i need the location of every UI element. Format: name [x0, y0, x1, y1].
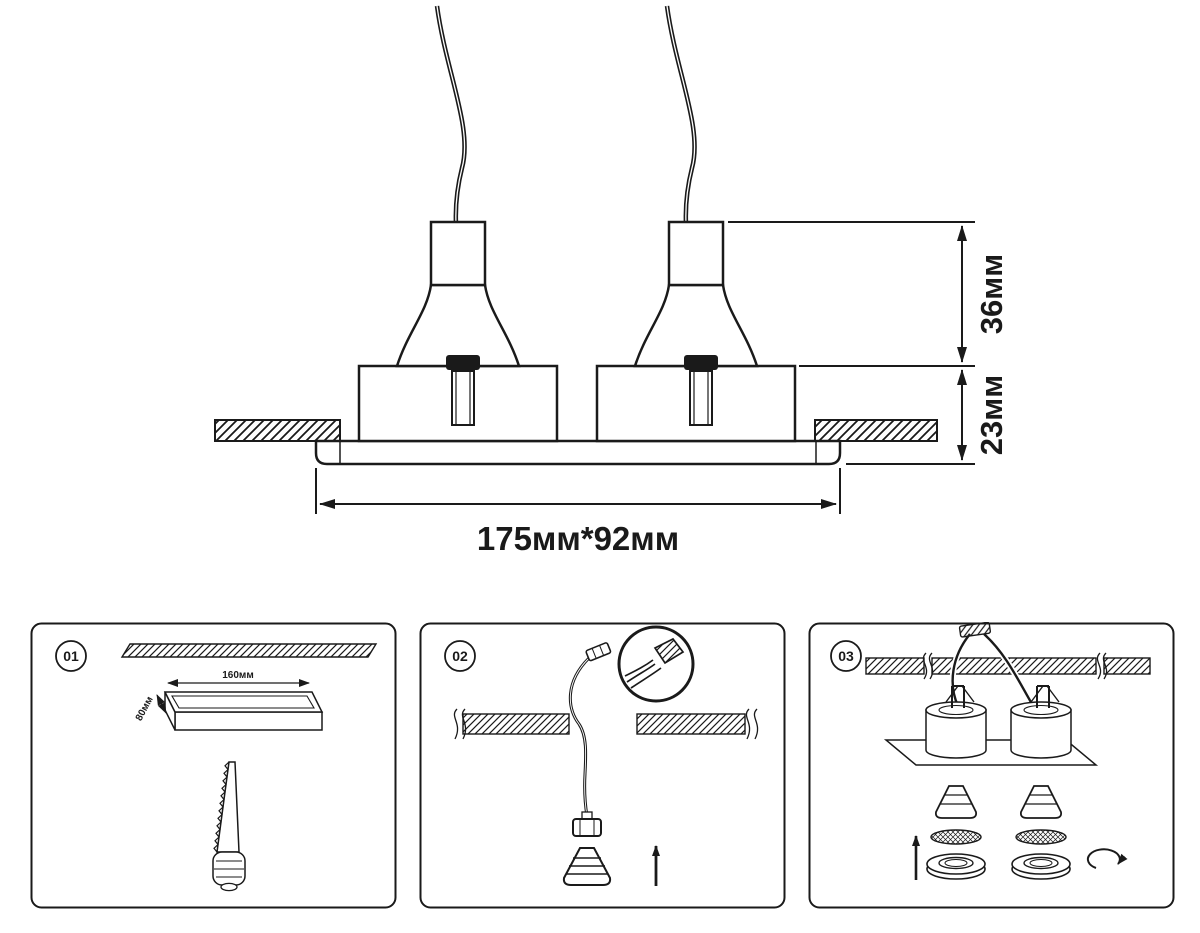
installation-steps: 01 160мм 80мм: [30, 622, 1175, 909]
right-fixture: [595, 220, 797, 443]
break-mark-left: [453, 708, 467, 740]
panel-border: [419, 622, 786, 909]
height-dimensions: 36мм 23мм: [728, 221, 1009, 465]
right-lamp-bulb-icon: [1019, 785, 1063, 819]
lamp-socket: [572, 811, 602, 837]
left-can-body: [925, 685, 987, 759]
trim-plate: [314, 439, 842, 466]
ceiling-section: [453, 708, 759, 740]
step-01-panel: 01 160мм 80мм: [30, 622, 397, 909]
ceiling-section-right: [814, 419, 938, 442]
right-lamp-bell: [633, 283, 759, 368]
right-clip: [684, 355, 718, 370]
step-number-badge: 02: [444, 640, 476, 672]
wire: [568, 656, 591, 817]
ceiling-section: [120, 643, 378, 658]
saw-icon: [212, 761, 246, 892]
break-mark-left: [922, 652, 934, 680]
break-mark-right: [1096, 652, 1108, 680]
left-lamp-holder: [429, 220, 487, 287]
twisted-wires: [624, 659, 662, 689]
width-dimension: 175мм*92мм: [315, 468, 841, 557]
cutout-template-box: [163, 691, 324, 731]
right-can-body: [1010, 685, 1072, 759]
supply-wires: [949, 622, 1035, 708]
step-number: 01: [63, 648, 79, 664]
ceiling-section-left: [214, 419, 341, 442]
magnifier-icon: [617, 625, 695, 703]
left-socket: [451, 370, 475, 426]
step-02-panel: 02: [419, 622, 786, 909]
step-number: 02: [452, 648, 468, 664]
ceiling-section: [865, 652, 1151, 680]
right-lamp-wire: [664, 5, 697, 225]
fixture-dimension-diagram: 36мм 23мм 175мм*92мм: [214, 5, 1009, 557]
right-mesh-filter-icon: [1015, 829, 1067, 845]
wire-nut: [653, 637, 685, 665]
left-lamp-bulb-icon: [934, 785, 978, 819]
step-number-badge: 03: [830, 640, 862, 672]
left-clip: [446, 355, 480, 370]
lamp-bulb-icon: [562, 847, 612, 886]
right-lamp-holder: [667, 220, 725, 287]
dim-label-23mm: 23мм: [974, 375, 1009, 455]
break-mark-right: [745, 708, 759, 740]
dim-label-160mm: 160мм: [222, 670, 253, 681]
left-fixture: [357, 220, 559, 443]
left-mesh-filter-icon: [930, 829, 982, 845]
wire-connector-icon: [585, 642, 612, 662]
left-lamp-bell: [395, 283, 521, 368]
left-trim-ring-icon: [926, 853, 986, 880]
dim-label-36mm: 36мм: [974, 254, 1009, 334]
left-lamp-wire: [434, 5, 467, 225]
rotate-arrow-icon: [1086, 848, 1128, 869]
right-trim-ring-icon: [1011, 853, 1071, 880]
step-03-panel: 03: [808, 622, 1175, 909]
step-number: 03: [838, 648, 854, 664]
wire-connector-icon: [958, 622, 992, 638]
step-number-badge: 01: [55, 640, 87, 672]
dim-label-width: 175мм*92мм: [477, 520, 679, 557]
right-socket: [689, 370, 713, 426]
